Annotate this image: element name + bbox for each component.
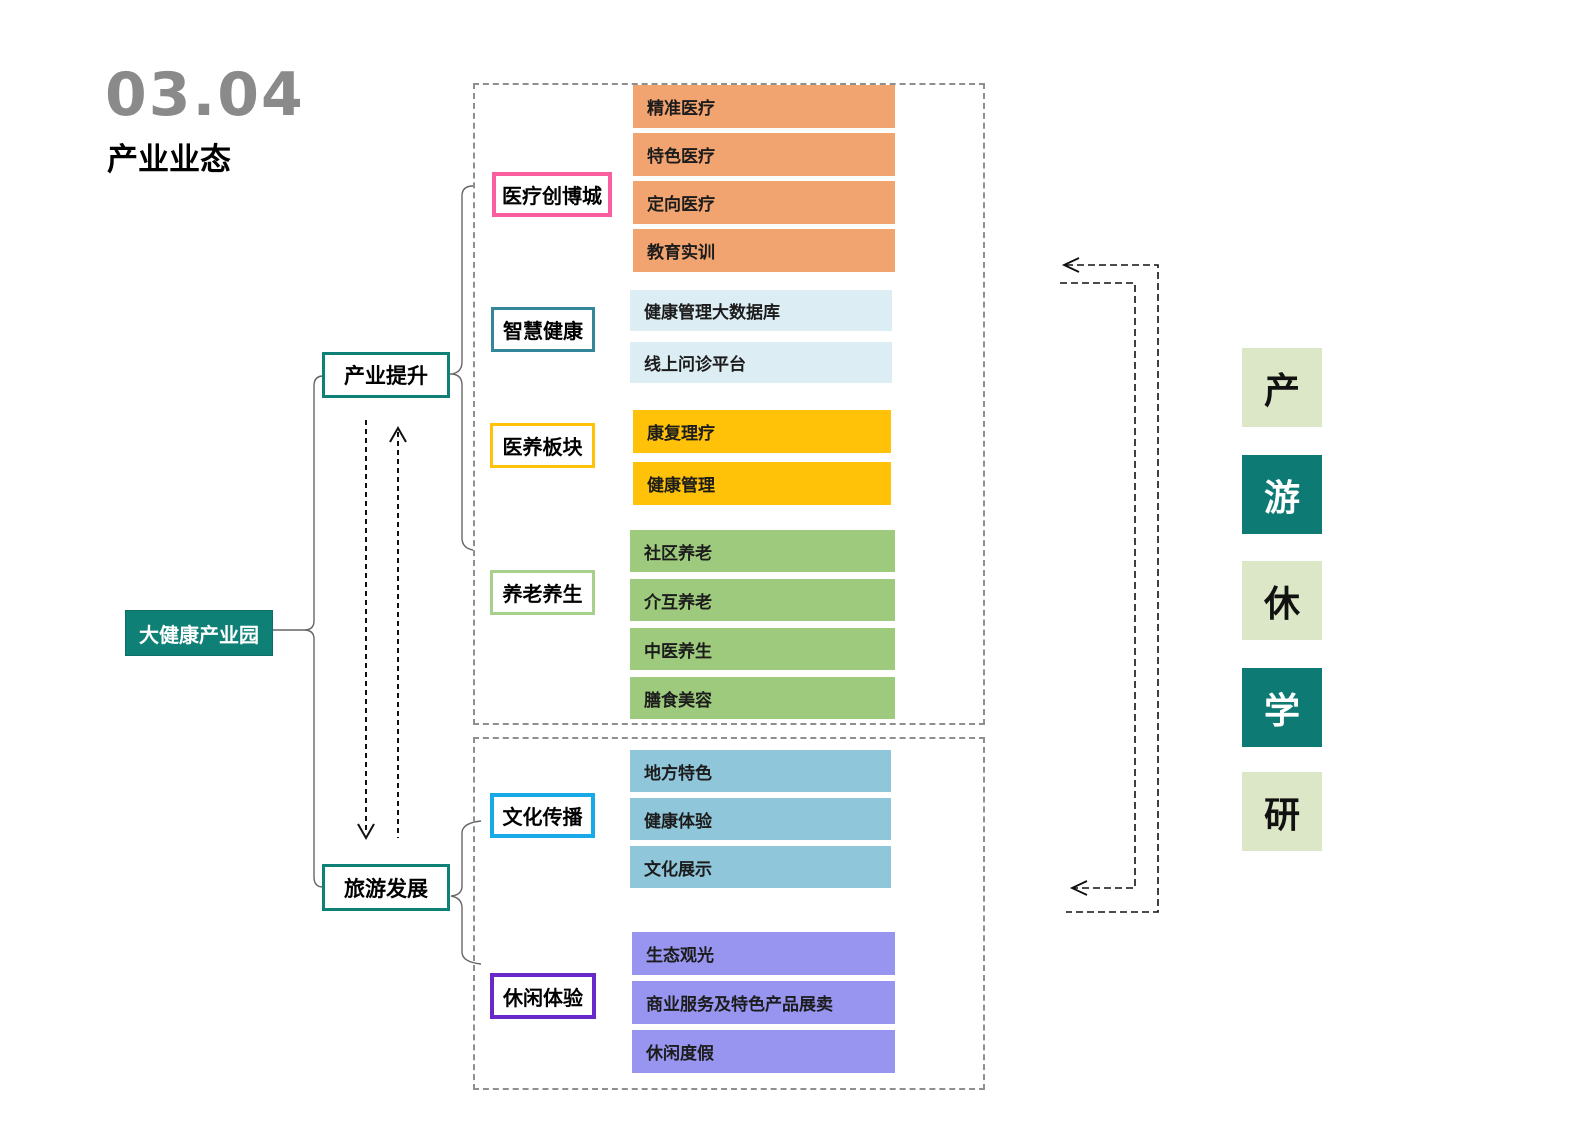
outer-loop-dashed <box>1066 264 1159 913</box>
rail-tile-research: 研 <box>1242 772 1322 851</box>
item-bar: 社区养老 <box>630 530 895 572</box>
rail-tile-study: 学 <box>1242 668 1322 747</box>
category-node-smart-health: 智慧健康 <box>491 307 595 352</box>
section-number: 03.04 <box>105 60 305 130</box>
container-tourism <box>473 737 985 1090</box>
item-bar: 线上问诊平台 <box>630 342 892 383</box>
item-bar: 教育实训 <box>633 229 895 272</box>
item-bar: 商业服务及特色产品展卖 <box>632 981 895 1024</box>
page-title: 产业业态 <box>107 142 231 178</box>
item-bar: 健康管理 <box>633 462 891 505</box>
industry-upgrade-bracket <box>450 185 474 551</box>
container-industry-upgrade <box>473 83 985 725</box>
item-bar: 休闲度假 <box>632 1030 895 1073</box>
item-bar: 生态观光 <box>632 932 895 975</box>
item-bar: 康复理疗 <box>633 410 891 453</box>
inner-loop-dashed <box>1060 282 1136 889</box>
item-bar: 地方特色 <box>630 750 891 792</box>
item-bar: 膳食美容 <box>630 677 895 719</box>
rail-tile-industry: 产 <box>1242 348 1322 427</box>
item-bar: 定向医疗 <box>633 181 895 224</box>
rail-tile-tour: 游 <box>1242 455 1322 534</box>
item-bar: 文化展示 <box>630 846 891 888</box>
category-node-leisure-experience: 休闲体验 <box>490 973 596 1019</box>
category-node-medical-care: 医养板块 <box>490 423 595 468</box>
inner-loop-arrowhead-icon <box>1069 880 1088 896</box>
item-bar: 特色医疗 <box>633 133 895 176</box>
root-branches-bracket <box>272 375 324 888</box>
up-arrowhead-icon <box>389 425 407 443</box>
category-node-culture-spread: 文化传播 <box>490 793 595 838</box>
item-bar: 精准医疗 <box>633 85 895 128</box>
item-bar: 健康管理大数据库 <box>630 290 892 331</box>
category-node-elderly-wellness: 养老养生 <box>490 570 595 615</box>
down-arrowhead-icon <box>357 823 375 841</box>
root-node-health-park: 大健康产业园 <box>125 610 273 656</box>
rail-tile-leisure: 休 <box>1242 561 1322 640</box>
outer-loop-arrowhead-icon <box>1061 257 1080 273</box>
item-bar: 介互养老 <box>630 579 895 621</box>
item-bar: 中医养生 <box>630 628 895 670</box>
item-bar: 健康体验 <box>630 798 891 840</box>
branch-node-tourism-development: 旅游发展 <box>322 864 450 911</box>
category-node-medical-expo-city: 医疗创博城 <box>492 172 612 217</box>
branch-node-industry-upgrade: 产业提升 <box>322 352 450 398</box>
